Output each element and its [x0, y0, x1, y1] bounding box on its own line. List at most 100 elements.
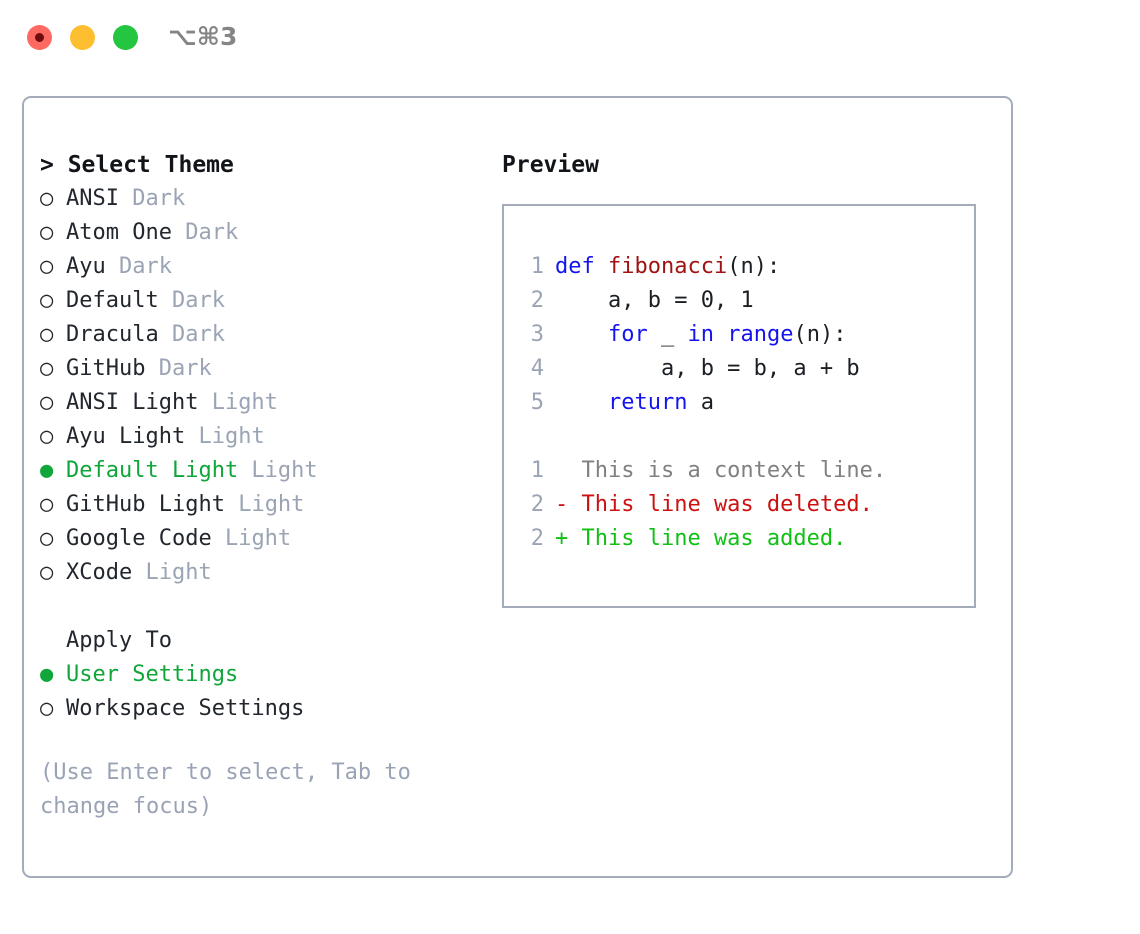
code-line: 1 def fibonacci(n): [518, 250, 968, 284]
code-line-content: for _ in range(n): [555, 318, 846, 352]
radio-selected-icon[interactable]: ● [40, 458, 54, 483]
code-line: 4 a, b = b, a + b [518, 352, 968, 386]
theme-option-row[interactable]: ○GitHub Light Light [40, 488, 470, 522]
code-line: 2 a, b = 0, 1 [518, 284, 968, 318]
code-token [714, 322, 727, 347]
diff-line: 1 This is a context line. [518, 454, 968, 488]
code-line-content: a, b = 0, 1 [555, 284, 754, 318]
keyboard-hint-text: (Use Enter to select, Tab to change focu… [40, 760, 425, 819]
code-token: return [607, 390, 688, 415]
theme-option-row[interactable]: ○ Default Dark [40, 284, 470, 318]
keyboard-shortcut-label: ⌥⌘3 [168, 22, 238, 51]
theme-option-row[interactable]: ○ Google Code Light [40, 522, 470, 556]
code-token: a [687, 390, 714, 415]
theme-option-row[interactable]: ● Default Light Light [40, 454, 470, 488]
code-token [555, 390, 608, 415]
minimize-button[interactable] [70, 25, 95, 50]
theme-option-row[interactable]: ○ Dracula Dark [40, 318, 470, 352]
theme-option-row[interactable]: ○ Atom One Dark [40, 216, 470, 250]
code-line-content: def fibonacci(n): [555, 250, 780, 284]
theme-variant-tag: Dark [171, 220, 239, 245]
theme-variant-tag: Dark [158, 288, 225, 313]
code-token: (n): [727, 254, 781, 279]
diff-sample: 1 This is a context line. 2 - This line wa… [518, 454, 968, 556]
theme-variant-tag: Light [185, 424, 265, 449]
theme-option-label: Default [66, 288, 159, 313]
diff-line-content: This is a context line. [555, 458, 887, 483]
radio-empty-icon[interactable]: ○ [40, 492, 54, 517]
radio-empty-icon[interactable]: ○ [40, 254, 54, 279]
radio-empty-icon[interactable]: ○ [40, 220, 54, 245]
code-diff-spacer [518, 420, 968, 454]
code-line: 3 for _ in range(n): [518, 318, 968, 352]
theme-option-label: Atom One [66, 220, 172, 245]
radio-empty-icon[interactable]: ○ [40, 560, 54, 585]
radio-selected-icon[interactable]: ● [40, 662, 54, 687]
line-number: 2 [530, 526, 544, 551]
radio-empty-icon[interactable]: ○ [40, 288, 54, 313]
code-token [555, 322, 608, 347]
radio-empty-icon[interactable]: ○ [40, 186, 54, 211]
theme-variant-tag: Light [211, 526, 292, 551]
theme-variant-tag: Light [238, 458, 318, 483]
main-panel: > Select Theme ○ANSI Dark○Atom One Dark○… [22, 96, 1013, 878]
code-token: (n): [793, 322, 847, 347]
code-token: for [607, 322, 648, 347]
line-number: 3 [530, 322, 544, 347]
radio-empty-icon[interactable]: ○ [40, 424, 54, 449]
theme-option-row[interactable]: ○ANSI Dark [40, 182, 470, 216]
diff-line: 2 + This line was added. [518, 522, 968, 556]
theme-variant-tag: Dark [158, 322, 225, 347]
theme-variant-tag: Dark [145, 356, 212, 381]
theme-option-label: Dracula [66, 322, 159, 347]
line-number: 1 [530, 458, 544, 483]
diff-line-content: + This line was added. [555, 526, 847, 551]
code-token: in [687, 322, 714, 347]
code-line-content: return a [555, 386, 714, 420]
radio-empty-icon[interactable]: ○ [40, 390, 54, 415]
code-token: fibonacci [607, 254, 728, 279]
theme-option-label: Default Light [66, 458, 239, 483]
select-theme-header: > Select Theme [40, 152, 234, 178]
diff-line-content: - This line was deleted. [555, 492, 873, 517]
diff-line: 2 - This line was deleted. [518, 488, 968, 522]
preview-header: Preview [502, 152, 599, 178]
code-token: range [727, 322, 794, 347]
theme-option-row[interactable]: ○GitHub Dark [40, 352, 470, 386]
radio-empty-icon[interactable]: ○ [40, 356, 54, 381]
theme-variant-tag: Light [198, 390, 278, 415]
theme-option-label: XCode [66, 560, 133, 585]
theme-selector-column: > Select Theme ○ANSI Dark○Atom One Dark○… [40, 148, 470, 824]
theme-option-row[interactable]: ○ANSI Light Light [40, 386, 470, 420]
theme-option-label: Google Code [66, 526, 212, 551]
title-bar: ⌥⌘3 [0, 0, 1140, 78]
line-number: 2 [530, 492, 544, 517]
theme-variant-tag: Light [224, 492, 305, 517]
theme-list: ○ANSI Dark○Atom One Dark○Ayu Dark○Defaul… [40, 182, 470, 590]
radio-empty-icon[interactable]: ○ [40, 322, 54, 347]
line-number: 5 [530, 390, 544, 415]
apply-to-option-row[interactable]: ○ Workspace Settings [40, 692, 470, 726]
line-number: 1 [530, 254, 544, 279]
window-controls [27, 25, 138, 50]
code-line-content: a, b = b, a + b [555, 352, 860, 386]
code-token: a, b = b, a + b [555, 356, 860, 381]
code-token: def [555, 254, 608, 279]
theme-option-row[interactable]: ○XCode Light [40, 556, 470, 590]
close-button[interactable] [27, 25, 52, 50]
maximize-button[interactable] [113, 25, 138, 50]
theme-option-row[interactable]: ○Ayu Light Light [40, 420, 470, 454]
apply-to-option-label: Workspace Settings [66, 696, 305, 721]
radio-empty-icon[interactable]: ○ [40, 696, 54, 721]
radio-empty-icon[interactable]: ○ [40, 526, 54, 551]
apply-to-option-row[interactable]: ● User Settings [40, 658, 470, 692]
apply-to-option-label: User Settings [66, 662, 239, 687]
code-token: _ [647, 322, 688, 347]
theme-option-label: Ayu [66, 254, 106, 279]
theme-option-row[interactable]: ○Ayu Dark [40, 250, 470, 284]
line-number: 2 [530, 288, 544, 313]
